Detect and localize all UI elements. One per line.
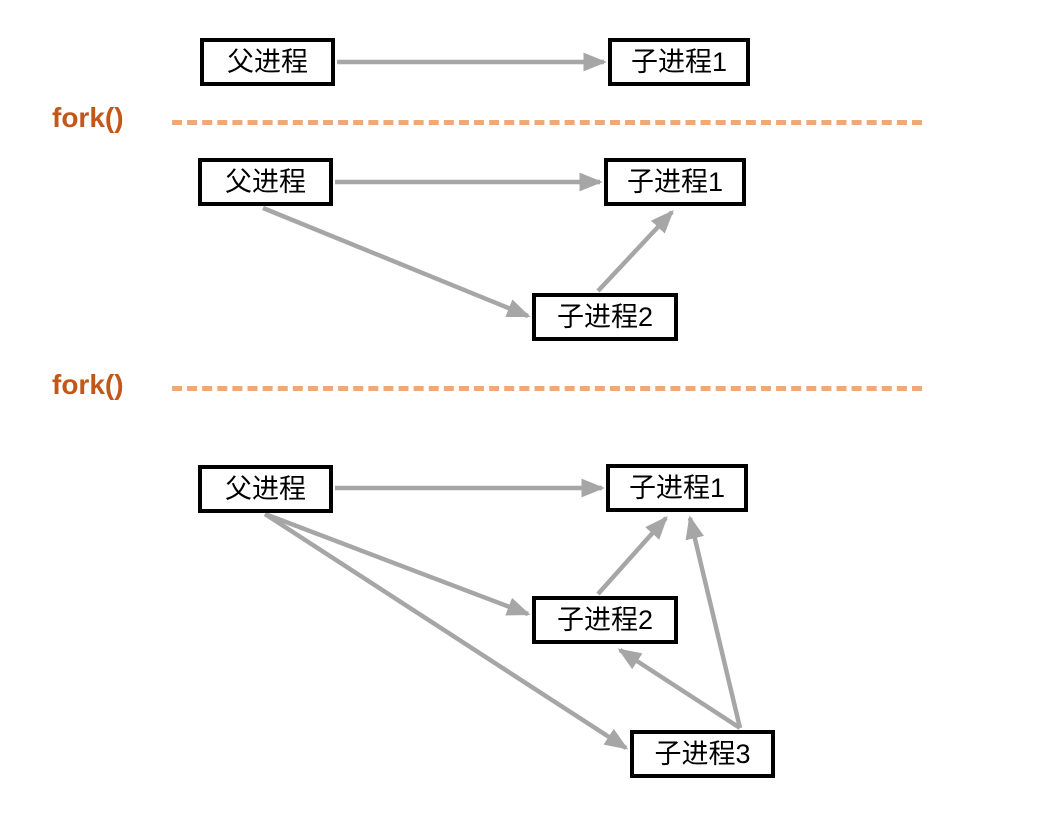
- edge-s3-child3-to-s3-child2: [617, 648, 742, 730]
- edge-s3-parent-to-s3-child2: [264, 511, 531, 617]
- edge-s2-parent-to-s2-child2: [262, 205, 531, 319]
- process-node-s2-child2[interactable]: 子进程2: [532, 293, 678, 341]
- process-node-s3-child2[interactable]: 子进程2: [532, 596, 678, 644]
- process-node-label: 父进程: [225, 166, 306, 197]
- process-node-s1-child1[interactable]: 子进程1: [608, 38, 750, 86]
- process-node-label: 子进程1: [630, 46, 728, 77]
- process-node-label: 父进程: [225, 473, 306, 504]
- process-node-label: 子进程1: [628, 472, 726, 503]
- edge-s3-child2-to-s3-child1: [596, 515, 668, 596]
- process-node-label: 子进程2: [556, 604, 654, 635]
- process-node-label: 子进程3: [654, 738, 751, 769]
- edge-s3-child3-to-s3-child1: [685, 515, 743, 729]
- process-node-s2-child1[interactable]: 子进程1: [604, 158, 746, 206]
- process-node-s3-child1[interactable]: 子进程1: [606, 464, 748, 512]
- process-node-label: 子进程2: [556, 301, 654, 332]
- process-node-s1-parent[interactable]: 父进程: [200, 38, 335, 86]
- process-node-label: 子进程1: [626, 166, 724, 197]
- fork-label-fork-1: fork(): [52, 102, 124, 133]
- process-node-s3-child3[interactable]: 子进程3: [630, 730, 775, 778]
- process-node-label: 父进程: [227, 46, 308, 77]
- edge-s2-child2-to-s2-child1: [596, 210, 674, 293]
- fork-divider-fork-2: [172, 386, 922, 391]
- process-node-s2-parent[interactable]: 父进程: [198, 158, 333, 206]
- fork-divider-fork-1: [172, 120, 922, 125]
- process-node-s3-parent[interactable]: 父进程: [198, 465, 333, 513]
- fork-label-fork-2: fork(): [52, 369, 124, 400]
